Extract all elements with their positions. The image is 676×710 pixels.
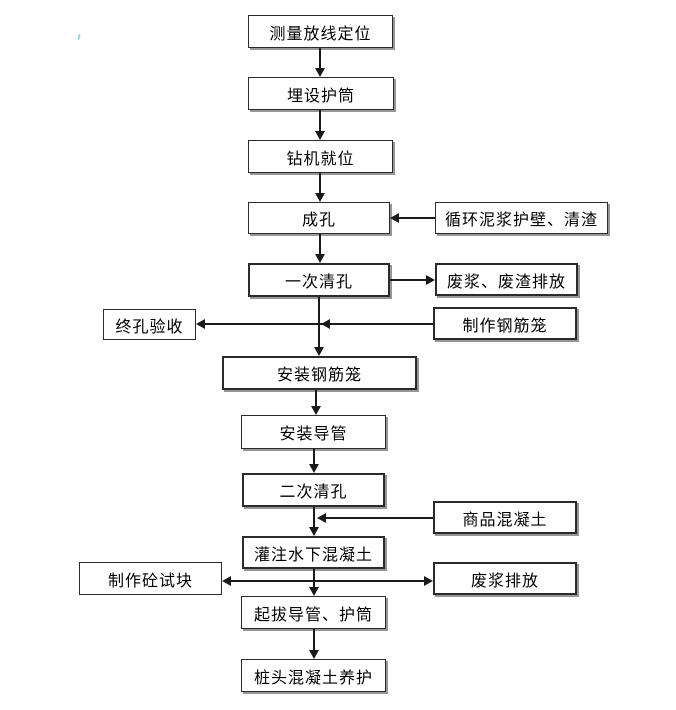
flow-line bbox=[313, 569, 315, 587]
flow-line bbox=[399, 217, 435, 219]
node-cagemake: 制作钢筋笼 bbox=[433, 307, 577, 340]
flow-line bbox=[390, 279, 426, 281]
flow-line bbox=[319, 48, 321, 68]
node-pour: 灌注水下混凝土 bbox=[242, 536, 385, 569]
arrowhead-left-icon bbox=[390, 213, 399, 223]
node-readymix-label: 商品混凝土 bbox=[462, 511, 548, 529]
node-waste1: 废浆、废渣排放 bbox=[435, 263, 578, 296]
flow-line bbox=[319, 173, 321, 193]
node-mud: 循环泥浆护壁、清渣 bbox=[435, 202, 608, 234]
node-clean2-label: 二次清孔 bbox=[279, 484, 348, 501]
node-cageinstall-label: 安装钢筋笼 bbox=[276, 367, 362, 384]
flow-line bbox=[313, 629, 315, 650]
node-rig-label: 钻机就位 bbox=[286, 150, 355, 168]
node-accept-label: 终孔验收 bbox=[115, 318, 184, 336]
node-hole: 成孔 bbox=[248, 202, 390, 234]
flow-line bbox=[318, 297, 320, 347]
arrowhead-left-icon bbox=[321, 319, 330, 329]
node-testblock: 制作砼试块 bbox=[79, 562, 222, 595]
node-pullout-label: 起拔导管、护筒 bbox=[253, 606, 373, 624]
flow-line bbox=[205, 323, 433, 325]
node-cure: 桩头混凝土养护 bbox=[241, 659, 386, 692]
node-readymix: 商品混凝土 bbox=[433, 501, 577, 534]
flow-line bbox=[319, 234, 321, 254]
flow-line bbox=[231, 580, 424, 582]
arrowhead-left-icon bbox=[222, 576, 231, 586]
arrowhead-down-icon bbox=[309, 587, 319, 596]
stray-mark bbox=[77, 33, 81, 41]
node-survey-label: 测量放线定位 bbox=[269, 25, 372, 43]
arrowhead-right-icon bbox=[426, 275, 435, 285]
node-casing-label: 埋设护筒 bbox=[286, 87, 355, 105]
arrowhead-down-icon bbox=[315, 68, 325, 77]
flow-line bbox=[313, 507, 315, 527]
node-rig: 钻机就位 bbox=[248, 140, 393, 173]
node-mud-label: 循环泥浆护壁、清渣 bbox=[444, 212, 598, 229]
node-cure-label: 桩头混凝土养护 bbox=[253, 669, 373, 687]
node-waste1-label: 废浆、废渣排放 bbox=[446, 273, 566, 291]
node-hole-label: 成孔 bbox=[301, 212, 336, 229]
flow-line bbox=[319, 110, 321, 131]
node-clean2: 二次清孔 bbox=[242, 473, 385, 507]
node-clean1-label: 一次清孔 bbox=[284, 274, 353, 291]
arrowhead-down-icon bbox=[314, 347, 324, 356]
node-pipe-label: 安装导管 bbox=[279, 426, 348, 443]
arrowhead-down-icon bbox=[315, 131, 325, 140]
arrowhead-down-icon bbox=[311, 406, 321, 415]
arrowhead-down-icon bbox=[309, 650, 319, 659]
flow-line bbox=[313, 449, 315, 464]
node-accept: 终孔验收 bbox=[103, 309, 196, 340]
node-waste2-label: 废浆排放 bbox=[470, 572, 539, 590]
arrowhead-left-icon bbox=[317, 513, 326, 523]
node-testblock-label: 制作砼试块 bbox=[107, 572, 193, 590]
node-cageinstall: 安装钢筋笼 bbox=[222, 356, 417, 390]
arrowhead-right-icon bbox=[424, 576, 433, 586]
node-clean1: 一次清孔 bbox=[248, 263, 390, 297]
flow-line bbox=[315, 390, 317, 406]
flow-line bbox=[326, 517, 433, 519]
arrowhead-down-icon bbox=[315, 193, 325, 202]
node-casing: 埋设护筒 bbox=[248, 77, 394, 110]
node-cagemake-label: 制作钢筋笼 bbox=[462, 317, 548, 335]
node-survey: 测量放线定位 bbox=[248, 15, 393, 48]
node-pullout: 起拔导管、护筒 bbox=[241, 596, 386, 629]
arrowhead-down-icon bbox=[309, 464, 319, 473]
arrowhead-left-icon bbox=[196, 319, 205, 329]
node-pour-label: 灌注水下混凝土 bbox=[253, 546, 373, 564]
node-pipe: 安装导管 bbox=[241, 415, 386, 449]
arrowhead-down-icon bbox=[309, 527, 319, 536]
arrowhead-down-icon bbox=[315, 254, 325, 263]
node-waste2: 废浆排放 bbox=[433, 562, 577, 595]
